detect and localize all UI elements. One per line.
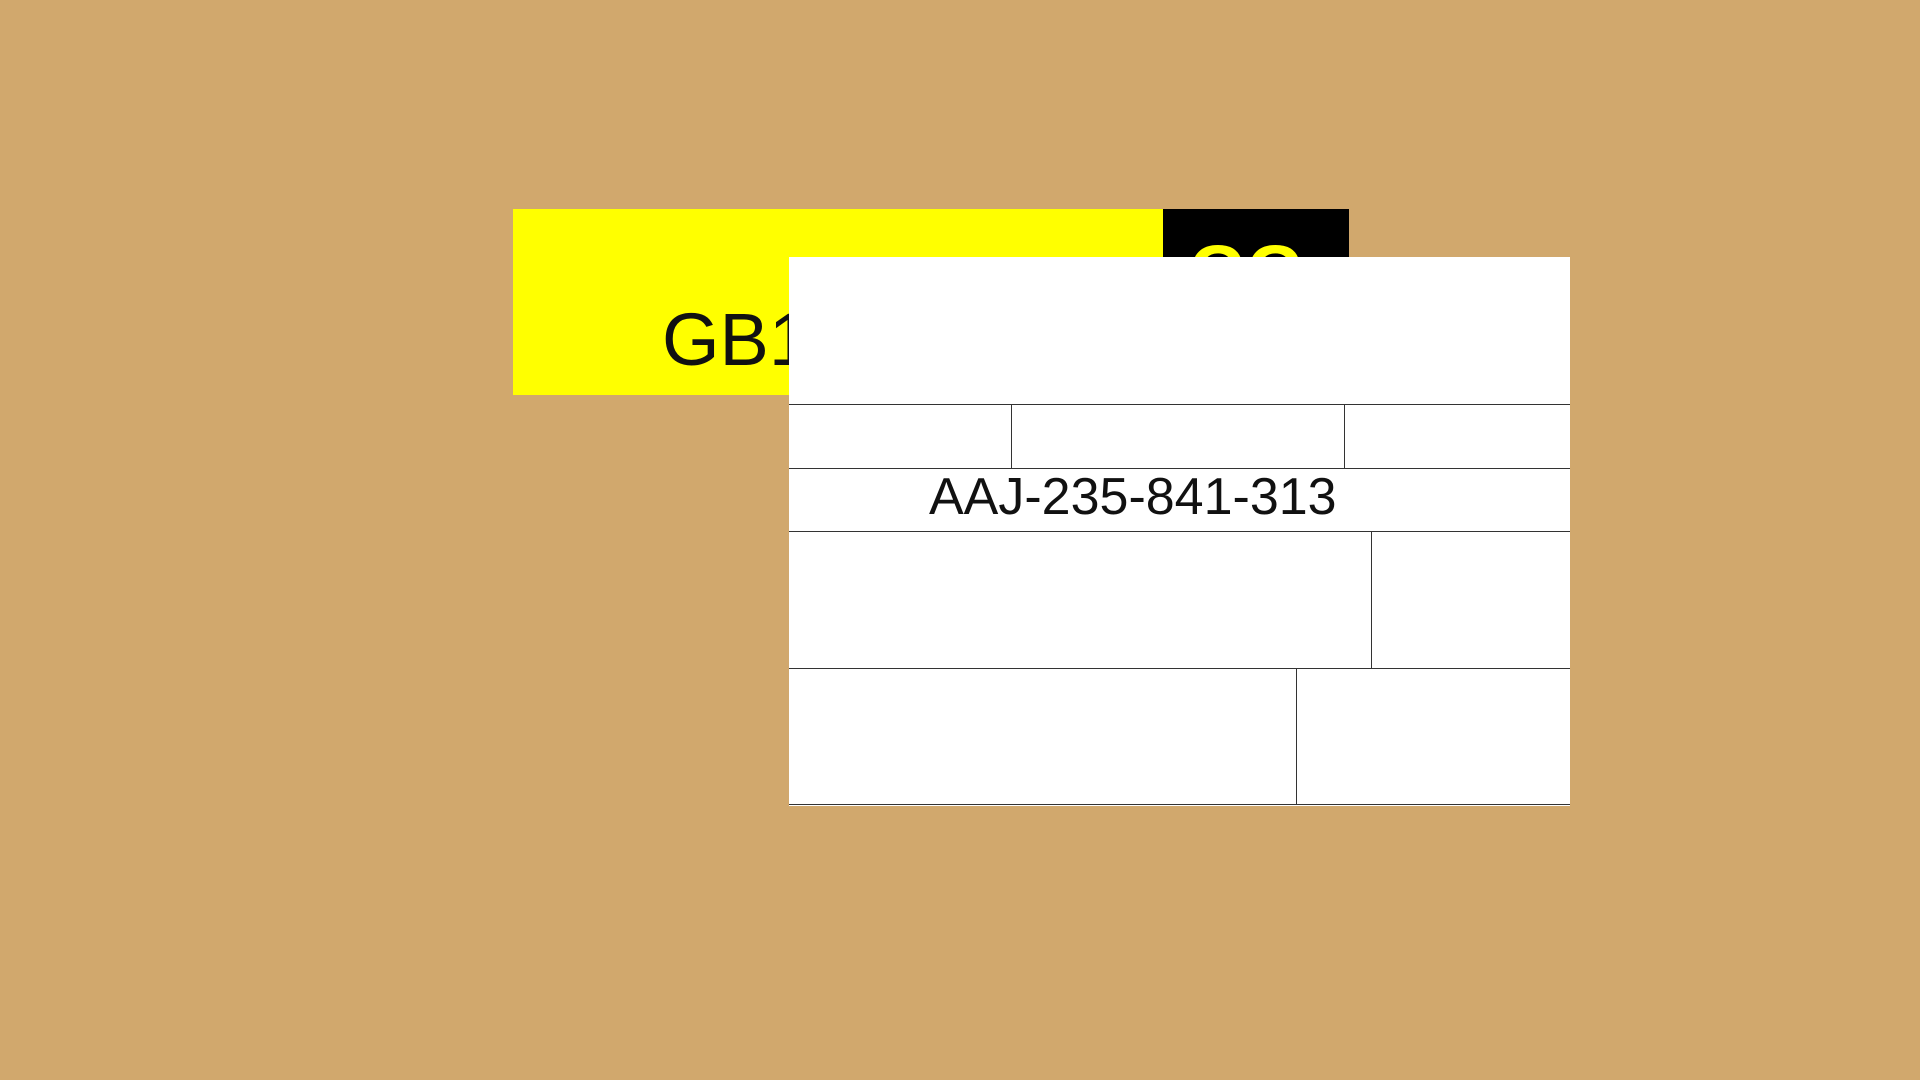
label-divider-1 bbox=[789, 404, 1570, 405]
label-cell-divider-1 bbox=[1011, 404, 1012, 468]
label-bottom-edge bbox=[789, 804, 1570, 805]
label-cell-divider-3 bbox=[1371, 531, 1372, 668]
label-divider-4 bbox=[789, 668, 1570, 669]
yellow-label-code: GB1 bbox=[662, 298, 811, 381]
label-cell-divider-4 bbox=[1296, 668, 1297, 805]
label-divider-3 bbox=[789, 531, 1570, 532]
label-cell-divider-2 bbox=[1344, 404, 1345, 468]
tracking-row: AAJ-235-841-313 bbox=[789, 468, 1570, 526]
white-shipping-label: AAJ-235-841-313 bbox=[789, 257, 1570, 806]
label-divider-2 bbox=[789, 468, 1570, 469]
tracking-number: AAJ-235-841-313 bbox=[929, 468, 1337, 526]
